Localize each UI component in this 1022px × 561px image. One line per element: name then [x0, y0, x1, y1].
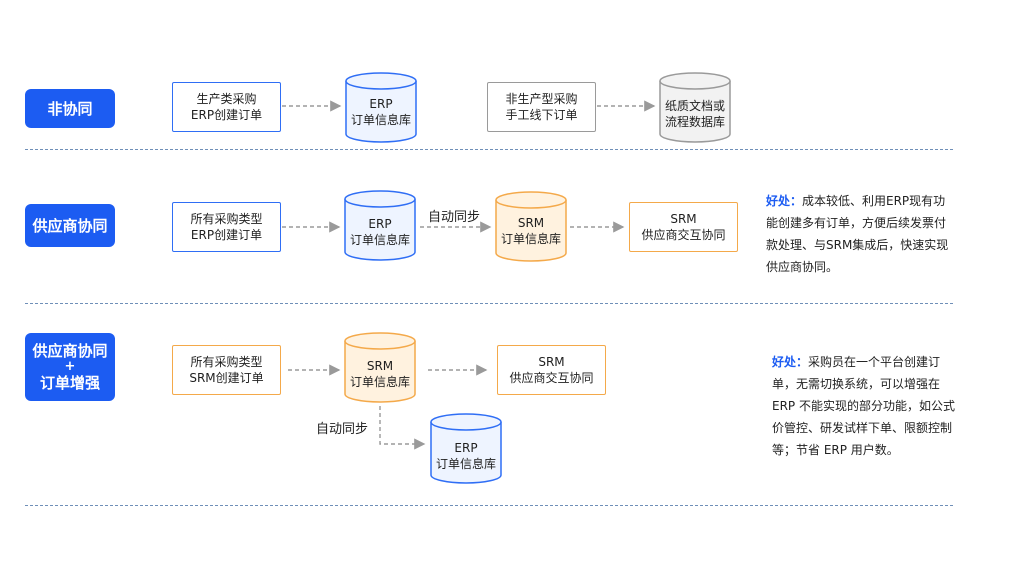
- box-line: 供应商交互协同: [641, 228, 726, 242]
- srm-create-order-box: 所有采购类型 SRM创建订单: [172, 345, 281, 395]
- srm-db-label: SRM 订单信息库: [345, 352, 415, 396]
- box-line: 手工线下订单: [505, 108, 578, 122]
- tag-non-collab: 非协同: [25, 89, 115, 128]
- offline-order-box: 非生产型采购 手工线下订单: [487, 82, 596, 132]
- box-line: 所有采购类型: [190, 212, 263, 226]
- srm-supplier-box: SRM 供应商交互协同: [497, 345, 606, 395]
- auto-sync-label: 自动同步: [428, 210, 481, 225]
- box-line: 非生产型采购: [505, 92, 578, 106]
- db-line: 纸质文档或: [664, 99, 725, 113]
- divider: [25, 505, 953, 506]
- box-line: ERP创建订单: [190, 228, 263, 242]
- erp-create-order-box: 所有采购类型 ERP创建订单: [172, 202, 281, 252]
- db-line: ERP: [369, 97, 393, 111]
- benefit-note: 好处：采购员在一个平台创建订单，无需切换系统，可以增强在 ERP 不能实现的部分…: [772, 351, 956, 461]
- box-line: 供应商交互协同: [509, 371, 594, 385]
- box-line: SRM创建订单: [189, 371, 264, 385]
- tag-supplier-collab: 供应商协同: [25, 204, 115, 247]
- box-line: ERP创建订单: [190, 108, 263, 122]
- box-line: 生产类采购: [196, 92, 257, 106]
- erp-database-icon: [345, 72, 417, 143]
- srm-database-icon: [495, 191, 567, 262]
- sync-arrow: [379, 406, 426, 450]
- db-line: SRM: [517, 216, 545, 230]
- benefit-highlight: 好处：: [766, 194, 803, 208]
- db-line: ERP: [454, 441, 478, 455]
- db-line: 订单信息库: [500, 232, 561, 246]
- box-line: 所有采购类型: [190, 355, 263, 369]
- db-line: 订单信息库: [435, 457, 496, 471]
- db-line: ERP: [368, 217, 392, 231]
- db-line: 订单信息库: [350, 113, 411, 127]
- tag-plus: +: [64, 359, 76, 374]
- tag-label: 非协同: [47, 99, 93, 118]
- tag-supplier-collab-plus: 供应商协同 + 订单增强: [25, 333, 115, 401]
- box-line: SRM: [538, 355, 565, 369]
- erp-db-label: ERP 订单信息库: [431, 434, 501, 478]
- erp-db-label: ERP 订单信息库: [345, 210, 415, 254]
- db-line: 订单信息库: [349, 375, 410, 389]
- benefit-note: 好处：成本较低、利用ERP现有功能创建多有订单，方便后续发票付款处理、与SRM集…: [766, 190, 950, 278]
- divider: [25, 149, 953, 150]
- db-line: 订单信息库: [349, 233, 410, 247]
- erp-database-icon: [430, 413, 502, 484]
- box-line: SRM: [670, 212, 697, 226]
- benefit-highlight: 好处：: [772, 355, 809, 369]
- erp-database-icon: [344, 190, 416, 261]
- tag-label: 供应商协同: [32, 342, 108, 360]
- divider: [25, 303, 953, 304]
- srm-database-icon: [344, 332, 416, 403]
- srm-db-label: SRM 订单信息库: [496, 209, 566, 253]
- tag-label: 供应商协同: [32, 216, 108, 235]
- paper-database-icon: [659, 72, 731, 143]
- erp-create-order-box: 生产类采购 ERP创建订单: [172, 82, 281, 132]
- erp-db-label: ERP 订单信息库: [346, 90, 416, 134]
- tag-label: 订单增强: [39, 374, 100, 392]
- benefit-text: 采购员在一个平台创建订单，无需切换系统，可以增强在 ERP 不能实现的部分功能，…: [772, 355, 955, 457]
- db-line: SRM: [366, 359, 394, 373]
- paper-db-label: 纸质文档或 流程数据库: [660, 92, 730, 136]
- srm-supplier-box: SRM 供应商交互协同: [629, 202, 738, 252]
- db-line: 流程数据库: [664, 115, 725, 129]
- auto-sync-label: 自动同步: [316, 422, 369, 437]
- benefit-text: 成本较低、利用ERP现有功能创建多有订单，方便后续发票付款处理、与SRM集成后，…: [766, 194, 949, 274]
